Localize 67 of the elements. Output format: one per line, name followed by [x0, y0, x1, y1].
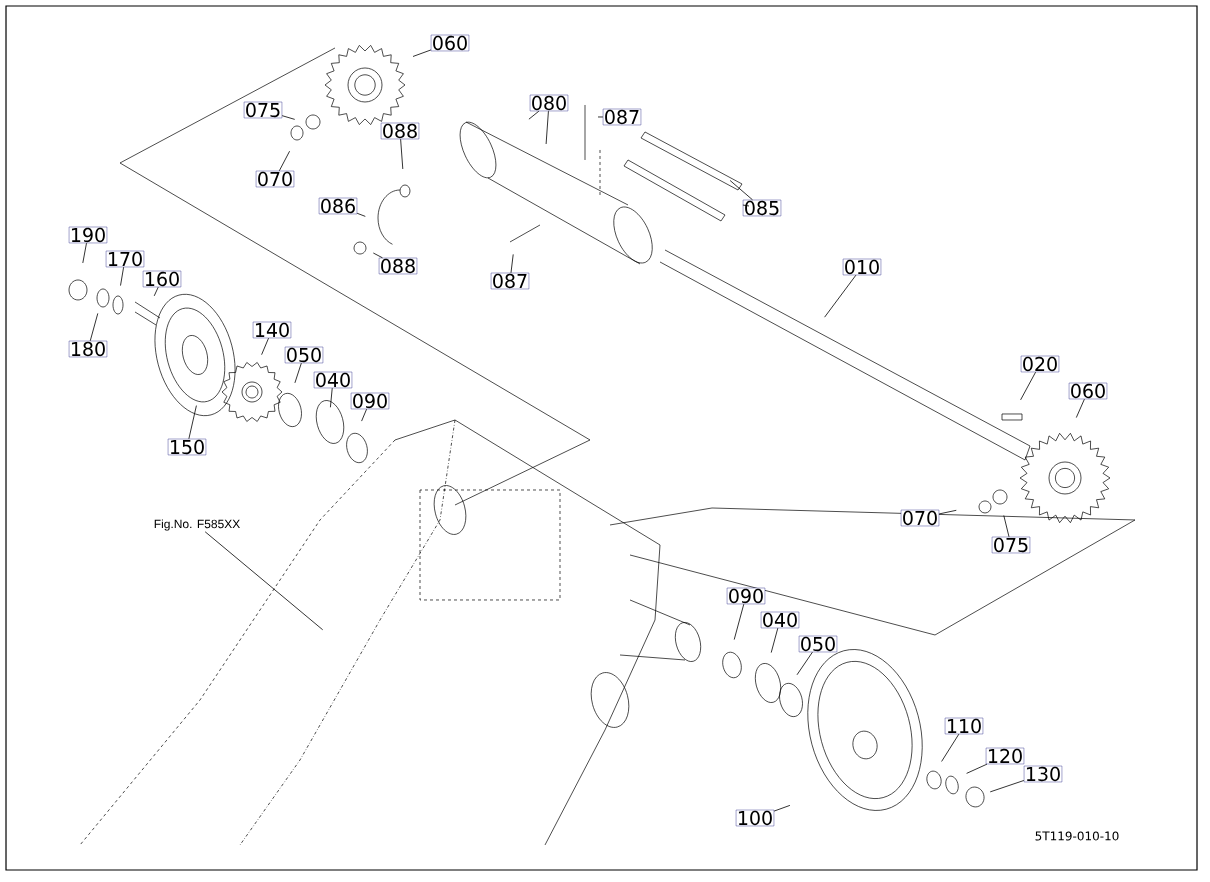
leader-line — [742, 204, 750, 207]
callout-number: 060 — [1068, 382, 1108, 400]
leader-line — [597, 116, 604, 118]
leader-line — [938, 509, 957, 515]
leader-line — [120, 266, 125, 286]
callout-number: 110 — [944, 717, 984, 735]
callout-number: 130 — [1023, 765, 1063, 783]
leader-line — [281, 115, 296, 120]
callout-number: 090 — [350, 392, 390, 410]
leader-line — [204, 531, 324, 631]
callout-number: 087 — [490, 272, 530, 290]
leader-line — [1020, 371, 1036, 401]
callout-number: 160 — [142, 270, 182, 288]
callout-number: 170 — [105, 250, 145, 268]
leader-line — [82, 242, 87, 264]
leader-line — [372, 252, 383, 259]
callout-number: 088 — [380, 122, 420, 140]
drawing-number: 5T119-010-10 — [1035, 831, 1119, 841]
callout-number: 080 — [529, 94, 569, 112]
callout-number: 180 — [68, 340, 108, 358]
callout-number: 120 — [985, 747, 1025, 765]
leader-line — [412, 49, 432, 57]
leader-line — [294, 362, 302, 384]
leader-line — [278, 150, 290, 172]
leader-line — [188, 405, 197, 440]
callout-number: 050 — [798, 635, 838, 653]
callout-number: 090 — [726, 587, 766, 605]
callout-number: 070 — [900, 509, 940, 527]
callout-number: 086 — [318, 197, 358, 215]
leader-line — [153, 286, 159, 297]
leader-line — [729, 180, 753, 201]
leader-line — [773, 805, 791, 812]
figure-reference-text: Fig.No. F585XX — [152, 518, 242, 532]
callout-number: 075 — [243, 101, 283, 119]
callout-number: 150 — [167, 438, 207, 456]
leader-line — [89, 313, 99, 342]
callout-number: 085 — [742, 199, 782, 217]
leader-line — [989, 780, 1025, 793]
callout-number: 100 — [735, 809, 775, 827]
leader-line — [510, 254, 514, 274]
leader-line — [733, 603, 745, 640]
callout-number: 010 — [842, 258, 882, 276]
leader-line — [261, 337, 269, 356]
leader-line — [528, 110, 540, 120]
callout-number: 088 — [378, 257, 418, 275]
callout-number: 140 — [252, 321, 292, 339]
leader-line — [796, 651, 813, 676]
leader-line — [824, 274, 857, 318]
callout-number: 060 — [430, 34, 470, 52]
leader-line — [356, 212, 366, 217]
leader-line — [1075, 398, 1085, 418]
leader-line — [941, 733, 960, 762]
callout-number: 070 — [255, 170, 295, 188]
leader-line — [330, 387, 333, 408]
leader-line — [966, 763, 988, 774]
leader-line — [1003, 515, 1010, 538]
callout-number: 040 — [760, 611, 800, 629]
callout-number: 190 — [68, 226, 108, 244]
leader-line — [770, 627, 779, 653]
callout-number: 050 — [284, 346, 324, 364]
leader-line — [400, 138, 404, 170]
callout-number: 040 — [313, 371, 353, 389]
leader-line — [361, 408, 367, 422]
callout-number: 020 — [1020, 355, 1060, 373]
leader-line — [545, 110, 549, 145]
callout-number: 087 — [602, 108, 642, 126]
callout-number: 075 — [991, 536, 1031, 554]
